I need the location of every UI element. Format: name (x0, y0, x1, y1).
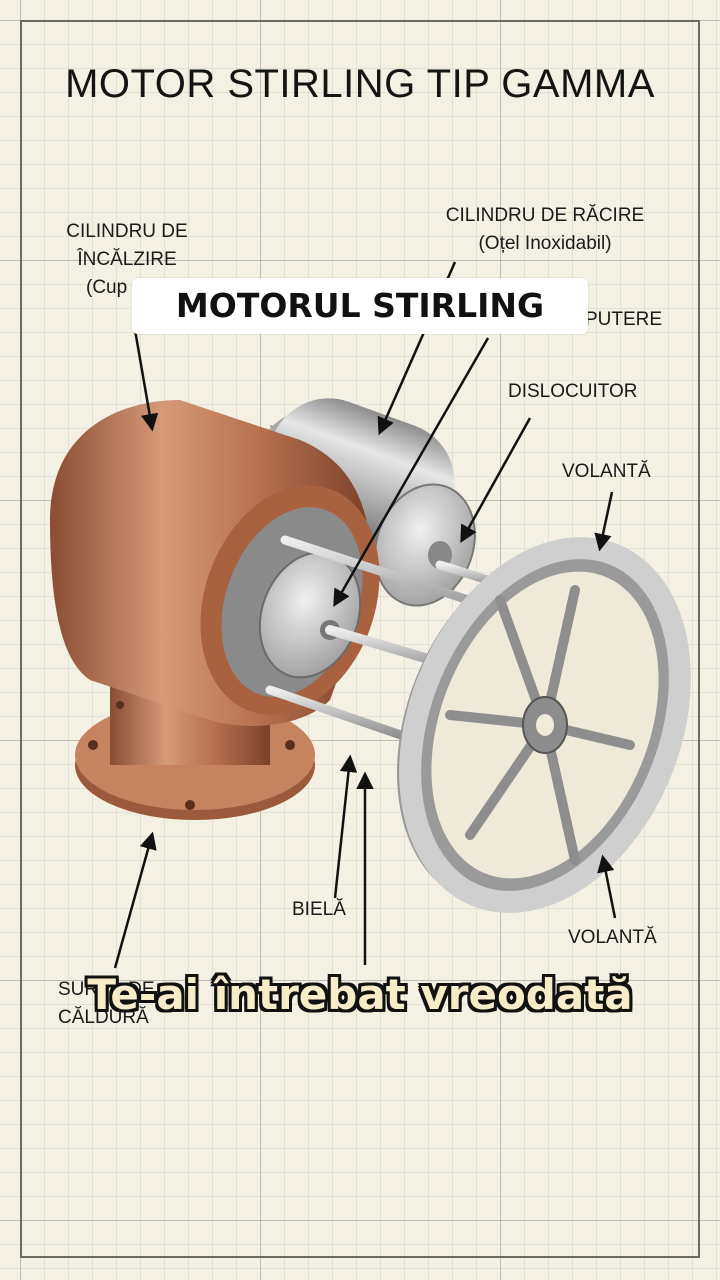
heating-cylinder (50, 400, 380, 820)
label-displacer: DISLOCUITOR (508, 381, 638, 402)
label-heat-source-line2: CĂLDURĂ (58, 1007, 149, 1028)
label-power-piston: PUTERE (585, 309, 663, 330)
label-cooling-cylinder-line2: (Oțel Inoxidabil) (478, 233, 612, 254)
caption-text: MOTORUL STIRLING (175, 286, 545, 325)
label-heating-cylinder-line3: (Cup (86, 277, 128, 298)
video-subtitle: Te-ai întrebat vreodată (87, 970, 633, 1019)
diagram-title: MOTOR STIRLING TIP GAMMA (65, 62, 655, 106)
flywheel (396, 537, 691, 913)
label-flywheel-bottom: VOLANTĂ (568, 927, 657, 948)
label-heating-cylinder-line1: CILINDRU DE (66, 221, 188, 242)
label-heat-source-line1: SUR (58, 979, 99, 1000)
label-cooling-cylinder-line1: CILINDRU DE RĂCIRE (445, 205, 645, 226)
drawing-frame (20, 20, 700, 1258)
label-flywheel-top: VOLANTĂ (562, 461, 651, 482)
label-cooling-cylinder: CILINDRU DE RĂCIRE (Oțel Inoxidabil) (432, 202, 658, 258)
label-heat-source-line1-end: DE (128, 979, 155, 1000)
label-heating-cylinder: CILINDRU DE ÎNCĂLZIRE (Cup (52, 218, 202, 302)
label-connecting-rod: BIELĂ (292, 899, 346, 920)
leader-arrows (113, 261, 617, 969)
label-heat-source: SUR DE CĂLDURĂ (58, 976, 155, 1032)
label-heating-cylinder-line2: ÎNCĂLZIRE (77, 249, 177, 270)
caption-box: MOTORUL STIRLING (132, 278, 588, 334)
